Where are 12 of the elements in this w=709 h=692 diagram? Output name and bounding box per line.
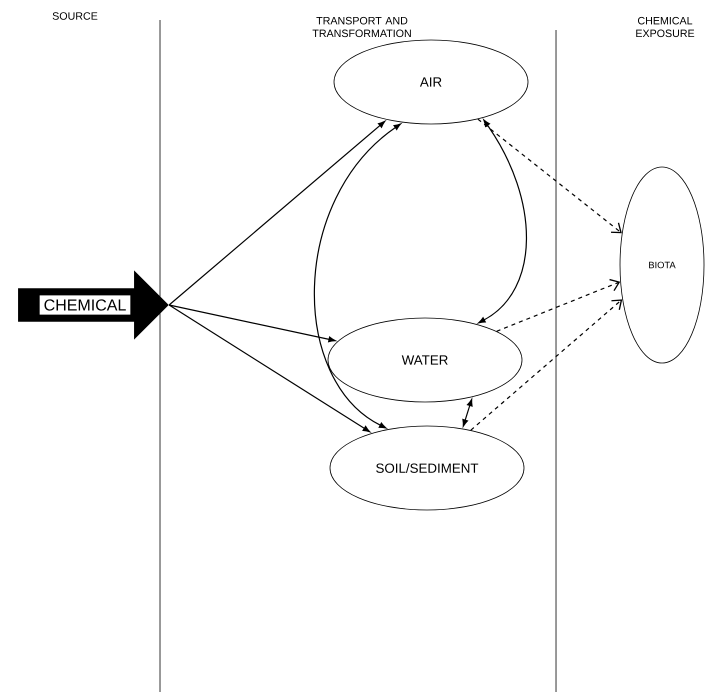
arrow [478,118,622,234]
arrow [168,120,386,306]
column-heading: TRANSPORT AND TRANSFORMATION [312,16,411,38]
arrow [496,278,620,332]
arrow [314,123,402,429]
column-heading: CHEMICAL EXPOSURE [636,16,694,38]
arrow [470,299,622,431]
column-heading: SOURCE [52,12,98,20]
arrow [168,304,336,342]
arrow [168,304,370,432]
arrow [478,120,527,324]
arrow [462,398,473,427]
